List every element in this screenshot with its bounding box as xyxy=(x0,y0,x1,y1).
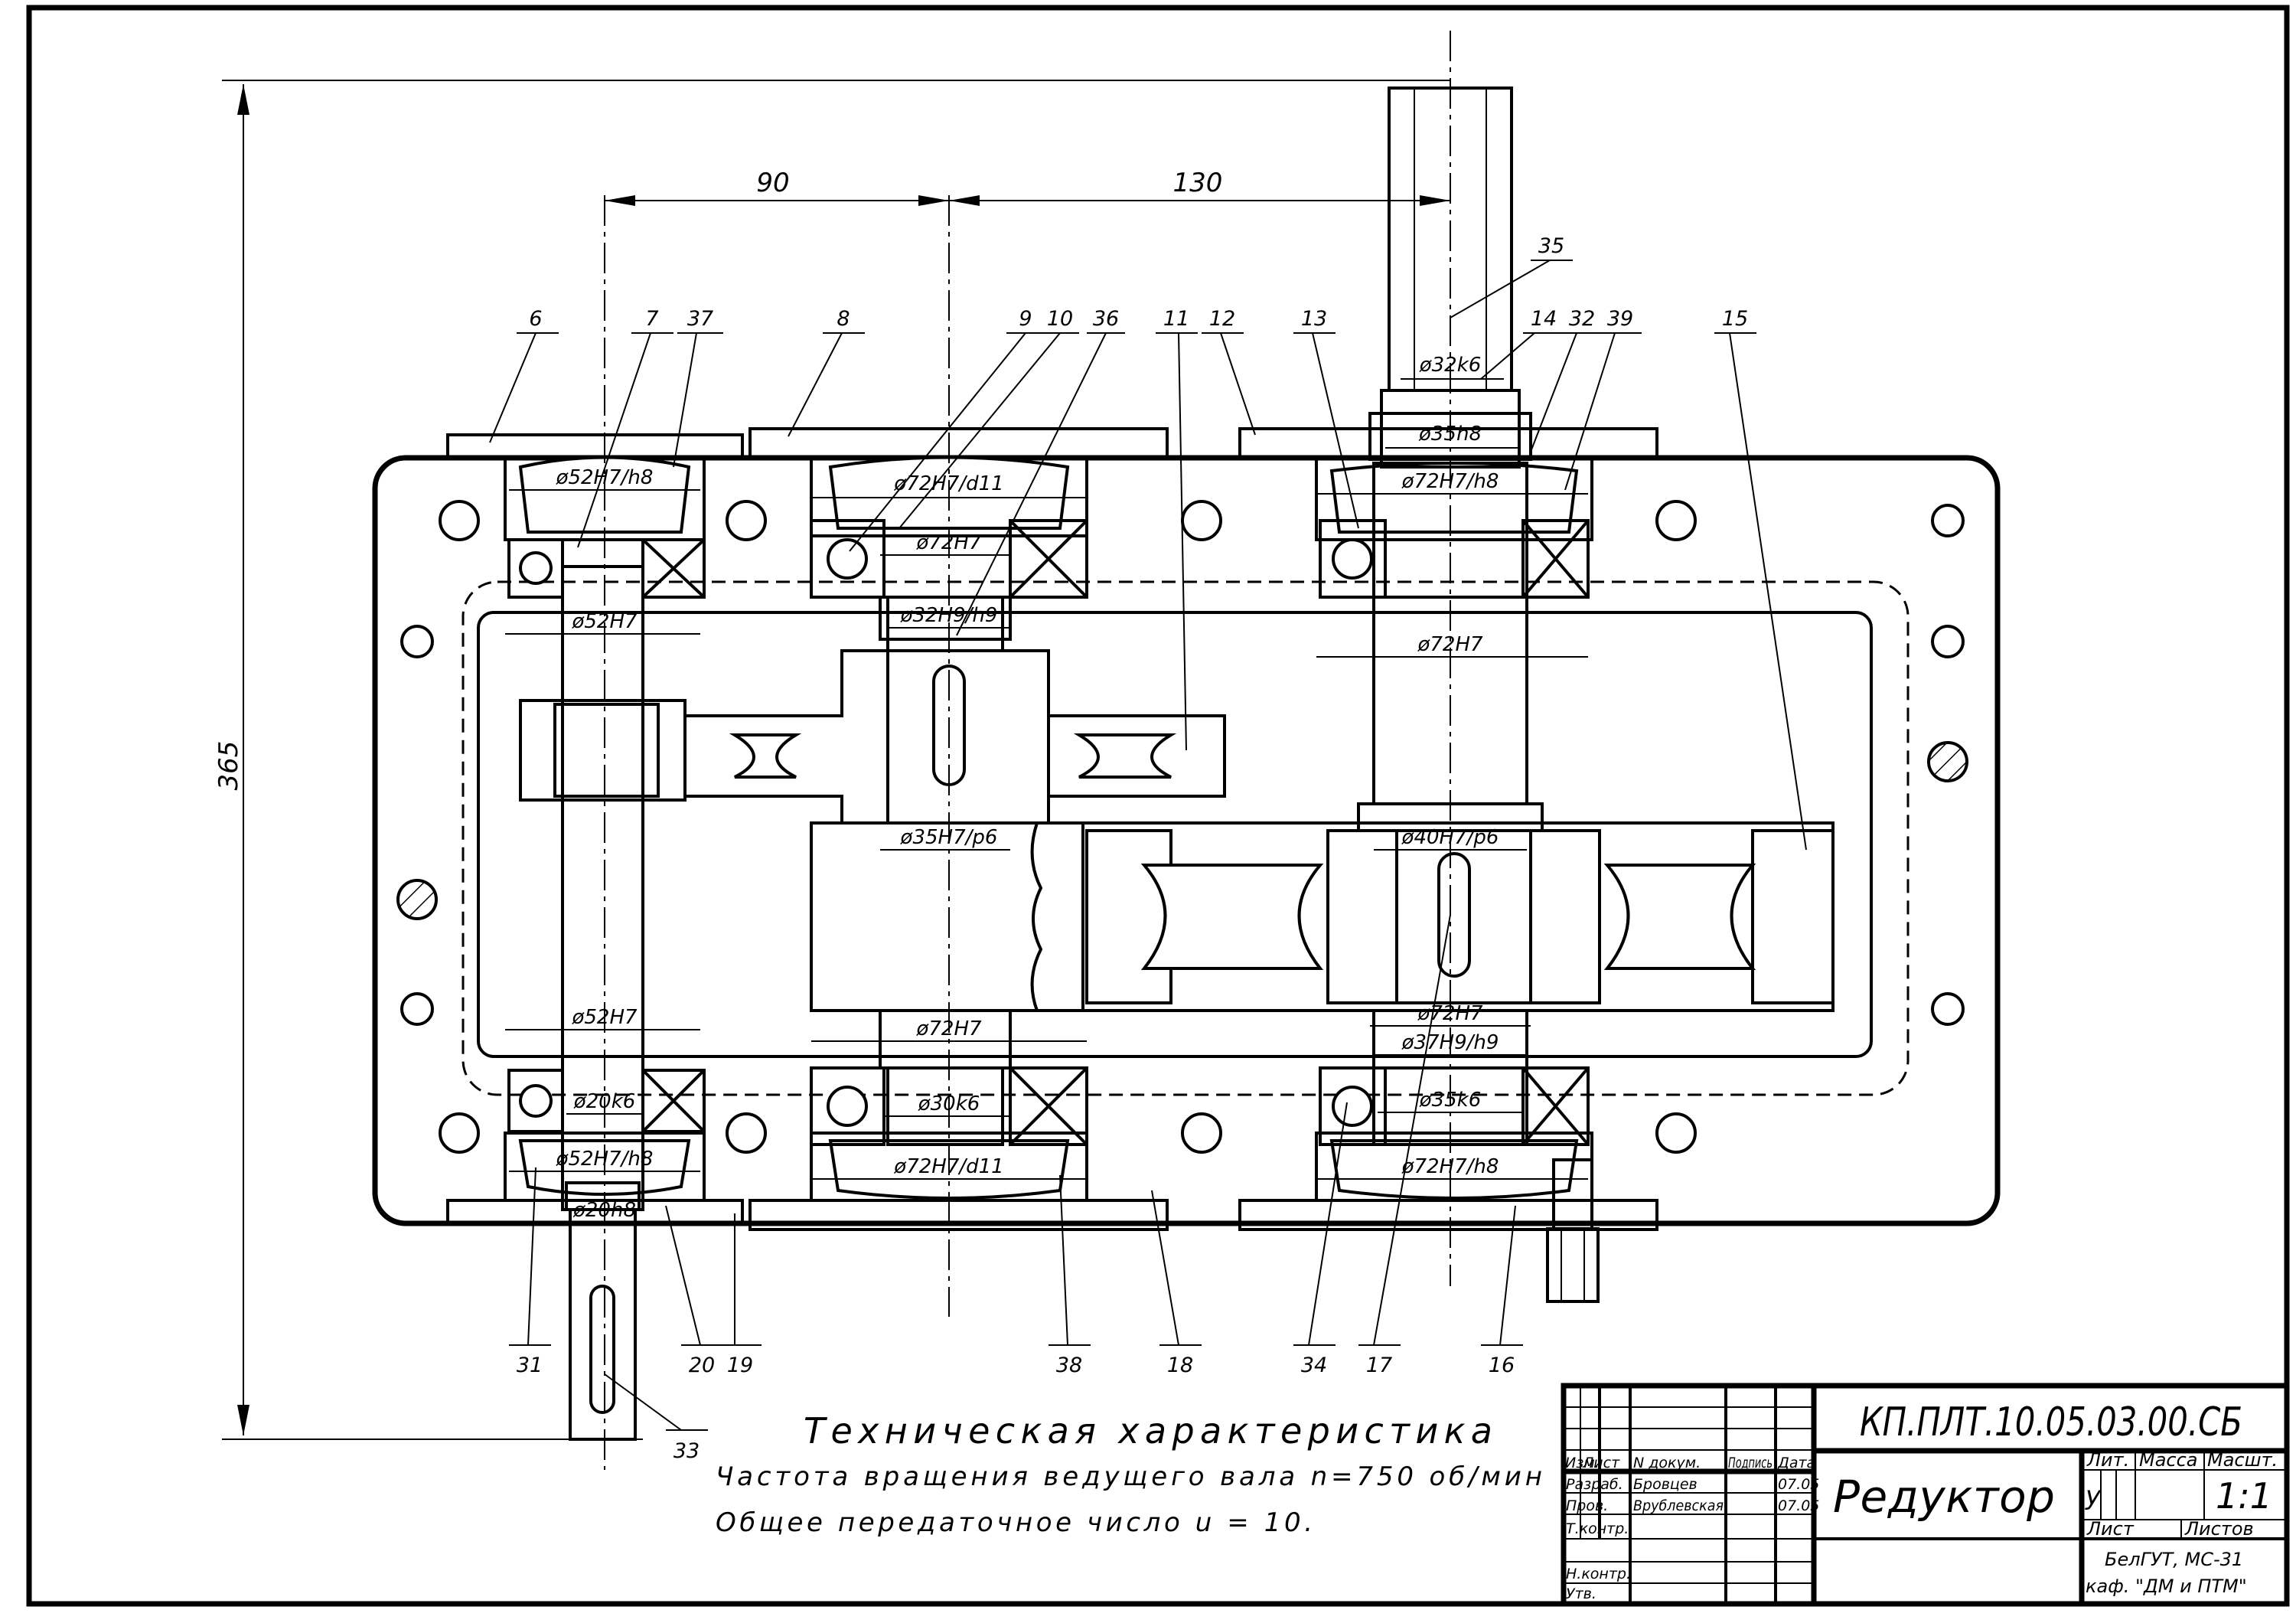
dimension-lines xyxy=(222,80,1450,1440)
position-number: 31 xyxy=(517,1354,543,1377)
sheets-label: Листов xyxy=(2184,1518,2254,1540)
fit-label: ø72H7/d11 xyxy=(893,1155,1003,1178)
fit-label: ø20h8 xyxy=(572,1199,636,1222)
center-lines xyxy=(604,31,1451,1470)
position-number: 9 xyxy=(1019,307,1032,331)
position-number: 12 xyxy=(1209,307,1235,331)
position-leaders-top xyxy=(489,260,1807,851)
fit-label: ø30k6 xyxy=(918,1092,980,1115)
fit-label: ø72H7/h8 xyxy=(1401,1155,1499,1178)
razrab-date: 07.05 xyxy=(1778,1476,1819,1493)
fit-label: ø40H7/p6 xyxy=(1401,826,1499,849)
position-leaders-bottom xyxy=(509,914,1523,1431)
row-prov: Пров. xyxy=(1566,1497,1608,1514)
dim-overall-height: 365 xyxy=(214,741,244,791)
fit-label: ø52H7 xyxy=(571,610,638,633)
fit-label: ø52H7 xyxy=(571,1006,638,1029)
input-shaft xyxy=(519,565,687,1441)
intermediate-shaft xyxy=(683,596,1226,1146)
razrab-name: Бровцев xyxy=(1633,1476,1698,1493)
tech-spec-title: Техническая характеристика xyxy=(804,1410,1492,1452)
position-numbers-bottom: 31 20 19 38 18 34 17 16 33 xyxy=(517,1354,1515,1463)
fit-label: ø72H7 xyxy=(1417,633,1483,656)
fit-label: ø37H9/h9 xyxy=(1401,1031,1499,1054)
header-doc: N докум. xyxy=(1633,1455,1701,1471)
drawing-designation: КП.ПЛТ.10.05.03.00.СБ xyxy=(1860,1399,2242,1445)
sheet-frame xyxy=(26,5,2290,1607)
drain-plug xyxy=(1546,1158,1600,1303)
fit-label: ø35k6 xyxy=(1419,1089,1482,1112)
fit-label: ø72H7/h8 xyxy=(1401,470,1499,493)
fit-label: ø20k6 xyxy=(573,1090,636,1113)
dim-center-distance-2: 130 xyxy=(1173,168,1223,198)
prov-name: Врублевская xyxy=(1633,1497,1724,1514)
fit-label: ø72H7/d11 xyxy=(893,472,1003,495)
position-number: 17 xyxy=(1366,1354,1392,1377)
gearbox-housing xyxy=(372,455,2001,1226)
row-tkontr: Т.контр. xyxy=(1566,1520,1629,1537)
position-number: 36 xyxy=(1093,307,1119,331)
row-razrab: Разраб. xyxy=(1566,1476,1623,1493)
title-block-text: КП.ПЛТ.10.05.03.00.СБ Редуктор Изм. Лист… xyxy=(1565,1399,2278,1602)
title-block xyxy=(1561,1383,2290,1607)
tech-spec-line-1: Частота вращения ведущего вала n=750 об/… xyxy=(716,1461,1542,1492)
org-line-2: каф. "ДМ и ПТМ" xyxy=(2086,1576,2247,1597)
sheet-label: Лист xyxy=(2086,1518,2135,1540)
position-number: 13 xyxy=(1301,307,1327,331)
position-number: 16 xyxy=(1489,1354,1515,1377)
scale-label: Масшт. xyxy=(2207,1449,2278,1471)
tech-spec-line-2: Общее передаточное число u = 10. xyxy=(716,1507,1313,1538)
mass-label: Масса xyxy=(2139,1449,2198,1471)
row-utv: Утв. xyxy=(1566,1585,1596,1602)
bolt-holes xyxy=(396,500,1968,1154)
position-number: 15 xyxy=(1722,307,1748,331)
header-izm: Изм. xyxy=(1565,1455,1600,1471)
header-date: Дата xyxy=(1777,1455,1815,1471)
output-shaft xyxy=(1081,87,1835,1146)
fit-label: ø35H7/p6 xyxy=(900,826,998,849)
header-list: Лист xyxy=(1582,1455,1620,1471)
prov-date: 07.05 xyxy=(1778,1497,1819,1514)
fit-label: ø32H9/h9 xyxy=(900,604,998,627)
drawing-name: Редуктор xyxy=(1833,1471,2055,1523)
position-number: 34 xyxy=(1301,1354,1327,1377)
position-number: 10 xyxy=(1047,307,1073,331)
position-number: 8 xyxy=(837,307,850,331)
position-numbers-top: 6 7 37 8 9 10 36 11 12 13 14 32 39 15 35 xyxy=(529,234,1748,331)
fit-labels: ø32k6 ø35h8 ø52H7/h8 ø72H7/d11 ø72H7/h8 … xyxy=(556,354,1499,1222)
row-nkontr: Н.контр. xyxy=(1566,1566,1631,1582)
org-line-1: БелГУТ, МС-31 xyxy=(2105,1549,2243,1570)
position-number: 39 xyxy=(1607,307,1633,331)
position-number: 6 xyxy=(529,307,542,331)
position-number: 35 xyxy=(1538,234,1564,258)
position-number: 20 xyxy=(689,1354,715,1377)
lit-label: Лит. xyxy=(2086,1449,2129,1471)
fit-label: ø35h8 xyxy=(1418,423,1482,446)
technical-specification: Техническая характеристика Частота враще… xyxy=(716,1410,1542,1538)
fit-label: ø72H7 xyxy=(915,531,982,554)
scale-value: 1:1 xyxy=(2216,1475,2272,1517)
position-number: 14 xyxy=(1531,307,1557,331)
fit-label: ø72H7 xyxy=(915,1017,982,1040)
position-number: 37 xyxy=(687,307,713,331)
fit-dimension-lines xyxy=(505,378,1588,1223)
dim-center-distance-1: 90 xyxy=(756,168,789,198)
position-number: 19 xyxy=(727,1354,753,1377)
fit-label: ø52H7/h8 xyxy=(556,1148,654,1171)
fit-label: ø72H7 xyxy=(1417,1002,1483,1025)
lit-value: у xyxy=(2085,1481,2102,1511)
position-number: 38 xyxy=(1056,1354,1082,1377)
position-number: 18 xyxy=(1167,1354,1193,1377)
position-number: 33 xyxy=(673,1439,700,1463)
position-number: 32 xyxy=(1569,307,1595,331)
position-number: 7 xyxy=(645,307,658,331)
position-number: 11 xyxy=(1163,307,1189,331)
header-sign: Подпись xyxy=(1728,1455,1773,1471)
fit-label: ø32k6 xyxy=(1419,354,1482,377)
